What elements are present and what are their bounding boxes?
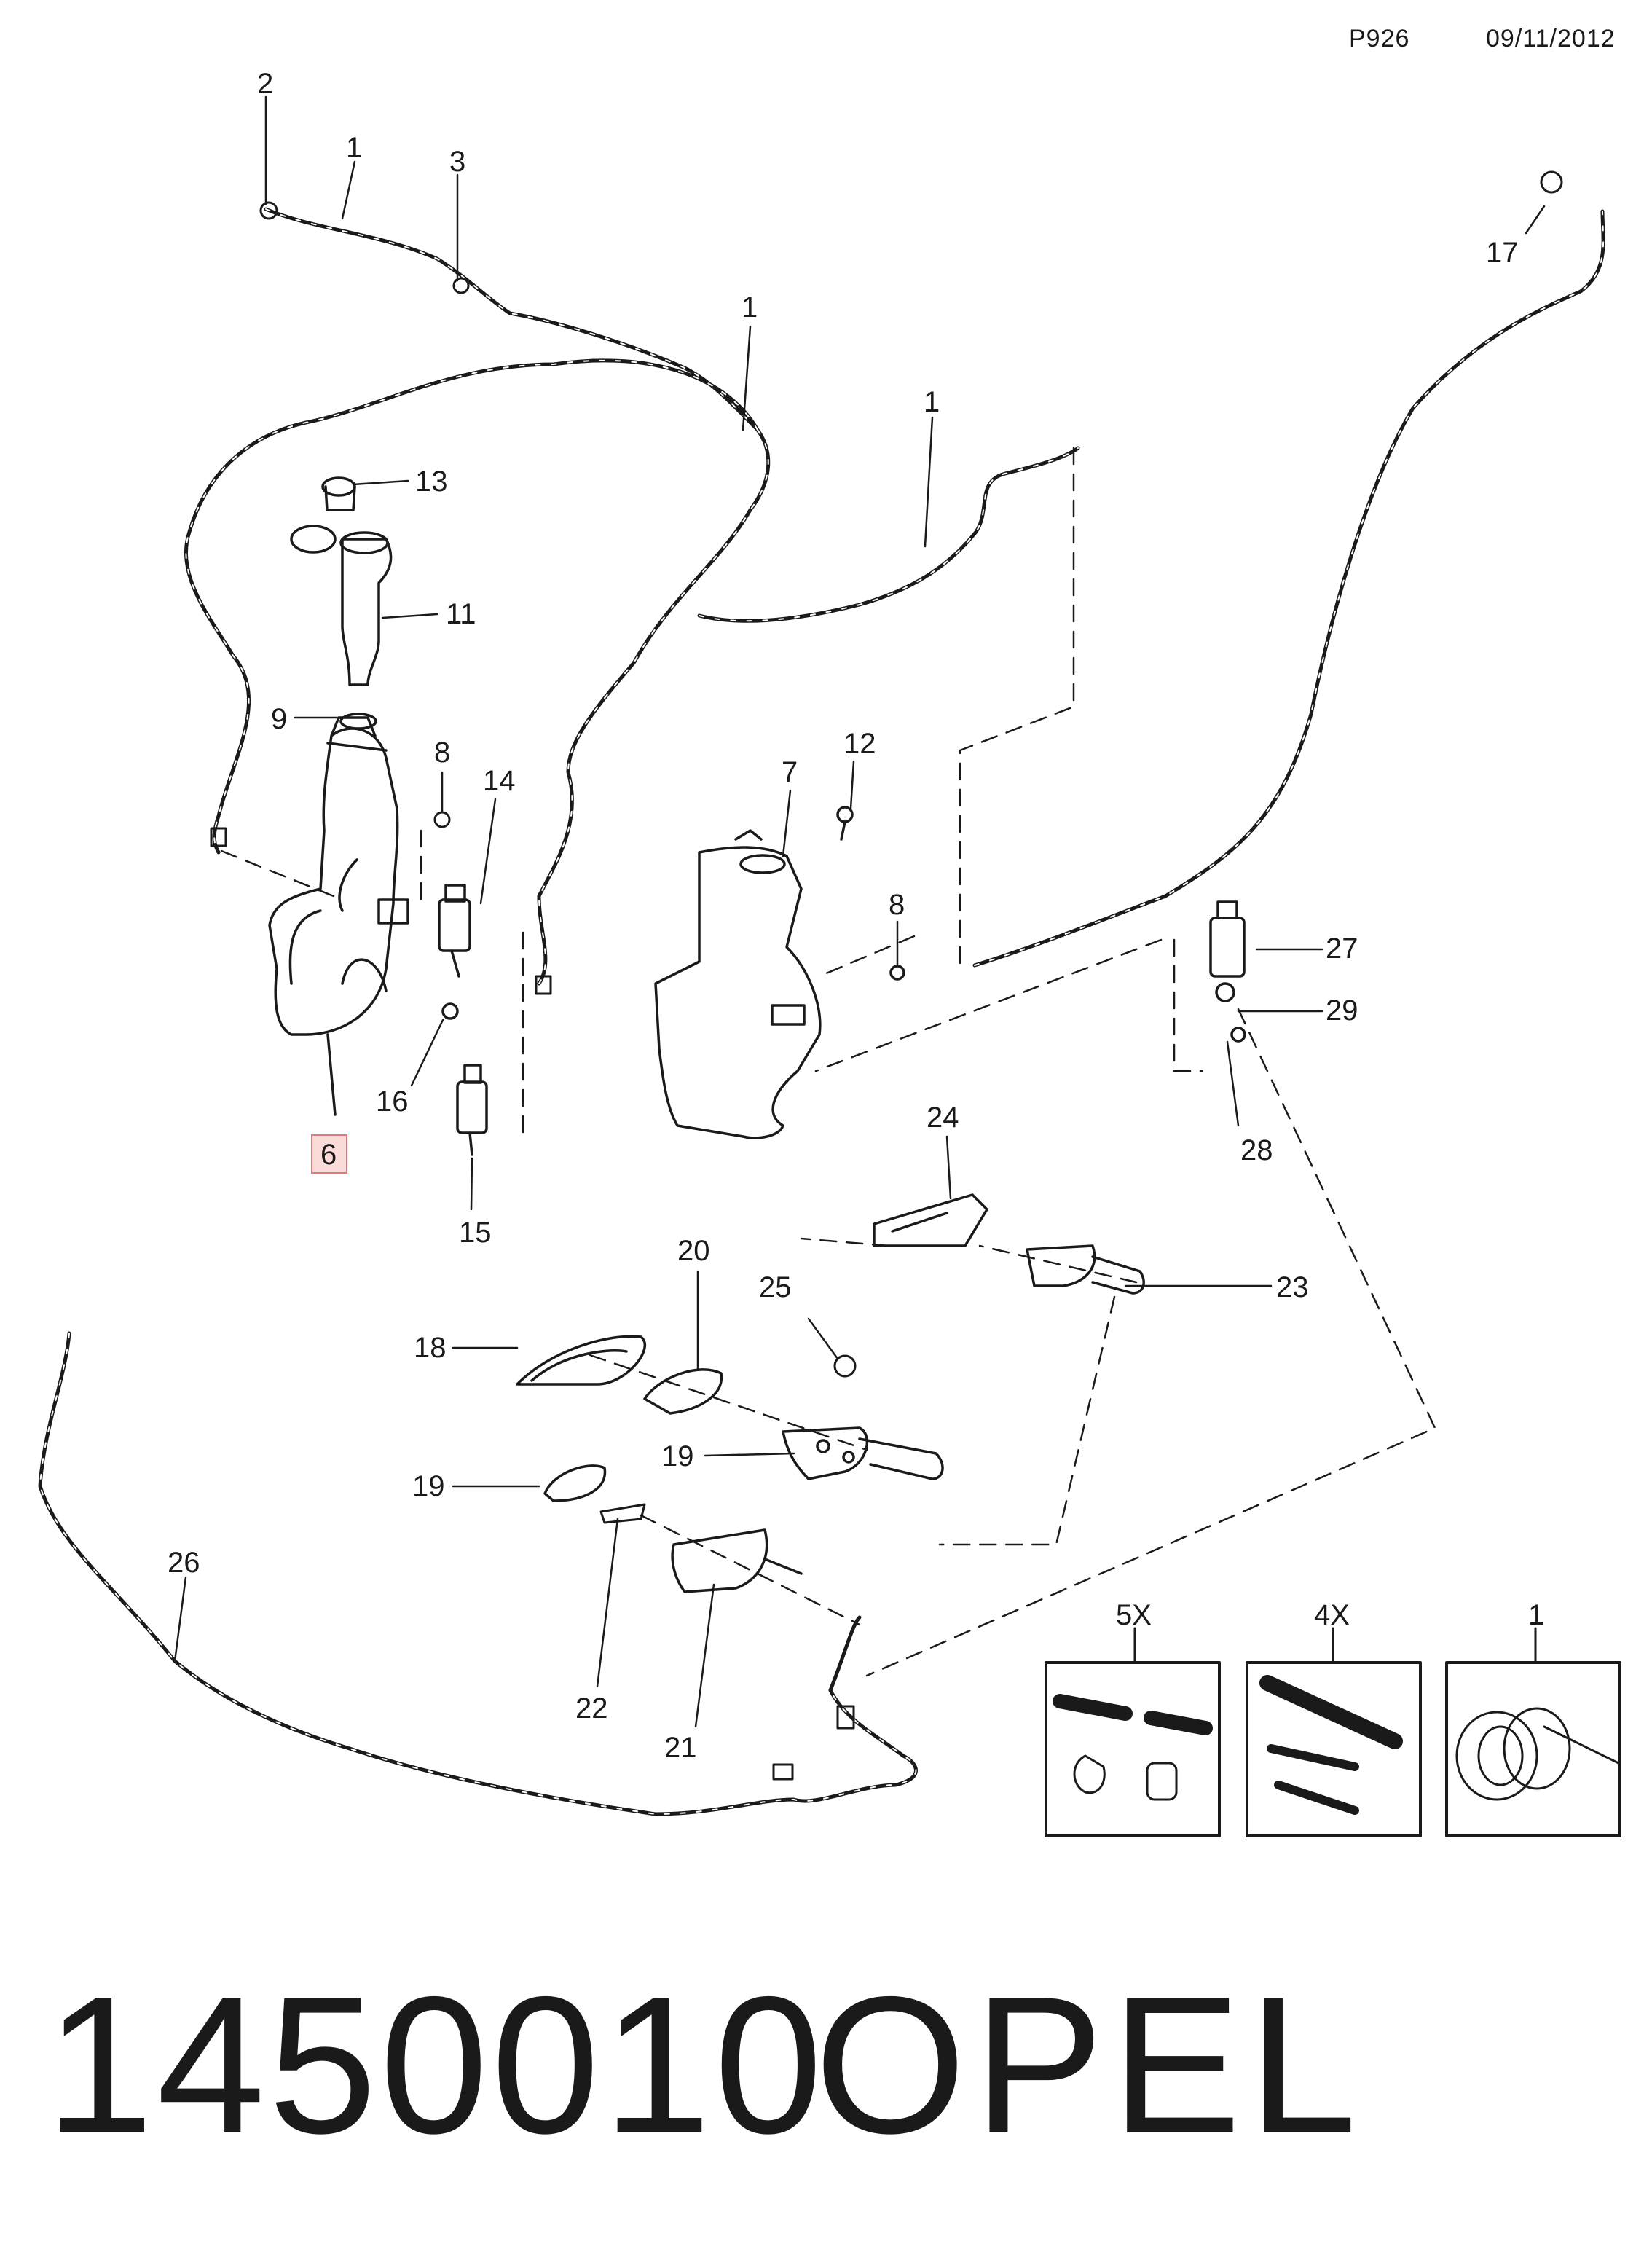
filler-neck-10 <box>290 476 393 730</box>
callout-10: 11 <box>446 598 476 630</box>
hose-joint <box>535 975 552 995</box>
diagram-code: P926 <box>1349 25 1410 52</box>
washer-pump-27 <box>1209 900 1246 1043</box>
diagram-date: 09/11/2012 <box>1486 25 1616 52</box>
part-number: 1450010 <box>45 1955 826 2174</box>
callout-19: 19 <box>661 1440 694 1472</box>
clip-22 <box>599 1503 646 1524</box>
kit-box-1 <box>1445 1627 1621 1837</box>
washer-reservoir-6 <box>268 716 409 1116</box>
hose-joint <box>836 1705 855 1730</box>
callout-24: 24 <box>927 1102 959 1134</box>
callout-17: 18 <box>414 1332 447 1364</box>
bracket-24 <box>873 1193 988 1247</box>
callout-13: 14 <box>483 765 516 797</box>
callout-26: 26 <box>168 1547 200 1579</box>
callout-7: 7 <box>782 756 798 788</box>
connector-3 <box>452 277 470 294</box>
washer-pump-13 <box>438 884 471 1020</box>
callout-22: 22 <box>575 1692 608 1724</box>
hose-right <box>972 209 1605 968</box>
washer-pump-14 <box>456 1064 488 1156</box>
nozzle-connector-2 <box>259 201 278 220</box>
callout-27: 27 <box>1326 933 1358 965</box>
callout-28: 28 <box>1240 1134 1273 1166</box>
nozzle-16 <box>1540 170 1563 194</box>
callout-15: 16 <box>376 1086 409 1118</box>
callout-8: 8 <box>889 889 905 921</box>
kit-qty-5x: 5X <box>1116 1599 1152 1631</box>
callout-8: 8 <box>434 737 450 769</box>
grommet-8 <box>433 811 451 828</box>
hose-middle <box>697 446 1080 623</box>
washer-reservoir-7 <box>654 806 905 1139</box>
washer-jet-19 <box>782 1426 944 1480</box>
brand-name: OPEL <box>814 1955 1365 2174</box>
callout-11: 12 <box>843 728 876 760</box>
callout-2: 2 <box>257 68 273 100</box>
callout-14: 15 <box>459 1217 492 1249</box>
seal-25 <box>833 1354 857 1378</box>
kit-qty-1: 1 <box>1528 1599 1544 1631</box>
kit-box-4x <box>1246 1627 1422 1837</box>
hose-joint <box>772 1763 794 1781</box>
washer-jet-21 <box>671 1528 803 1593</box>
nozzle-cover-20 <box>643 1368 723 1415</box>
callout-23: 23 <box>1276 1271 1309 1303</box>
hose-loop-left <box>184 358 771 986</box>
kit-qty-4x: 4X <box>1314 1599 1350 1631</box>
hose-joint <box>210 827 227 847</box>
callout-1: 1 <box>924 386 940 418</box>
highlight-box-6 <box>311 1134 347 1174</box>
parts-diagram: 2 1 3 1 1 17 13 11 9 8 14 7 12 8 27 29 2… <box>38 68 1621 1837</box>
callout-6: 6 <box>320 1139 337 1171</box>
nozzle-cover-18 <box>543 1464 607 1502</box>
callout-3: 3 <box>449 146 465 178</box>
callout-29: 29 <box>1326 994 1358 1027</box>
callout-1: 1 <box>742 291 758 323</box>
callout-16: 17 <box>1486 237 1519 269</box>
hose-bottom <box>38 1331 918 1816</box>
hose-front-upper <box>264 207 760 432</box>
kit-box-5x <box>1045 1627 1221 1837</box>
callout-12: 13 <box>415 466 448 498</box>
callout-25: 25 <box>759 1271 792 1303</box>
callout-20: 20 <box>677 1235 710 1267</box>
callout-1: 1 <box>346 132 362 164</box>
callout-9: 9 <box>271 703 287 735</box>
headlamp-cover-17 <box>516 1335 647 1386</box>
callout-21: 21 <box>664 1732 697 1764</box>
callout-18: 19 <box>412 1470 445 1502</box>
